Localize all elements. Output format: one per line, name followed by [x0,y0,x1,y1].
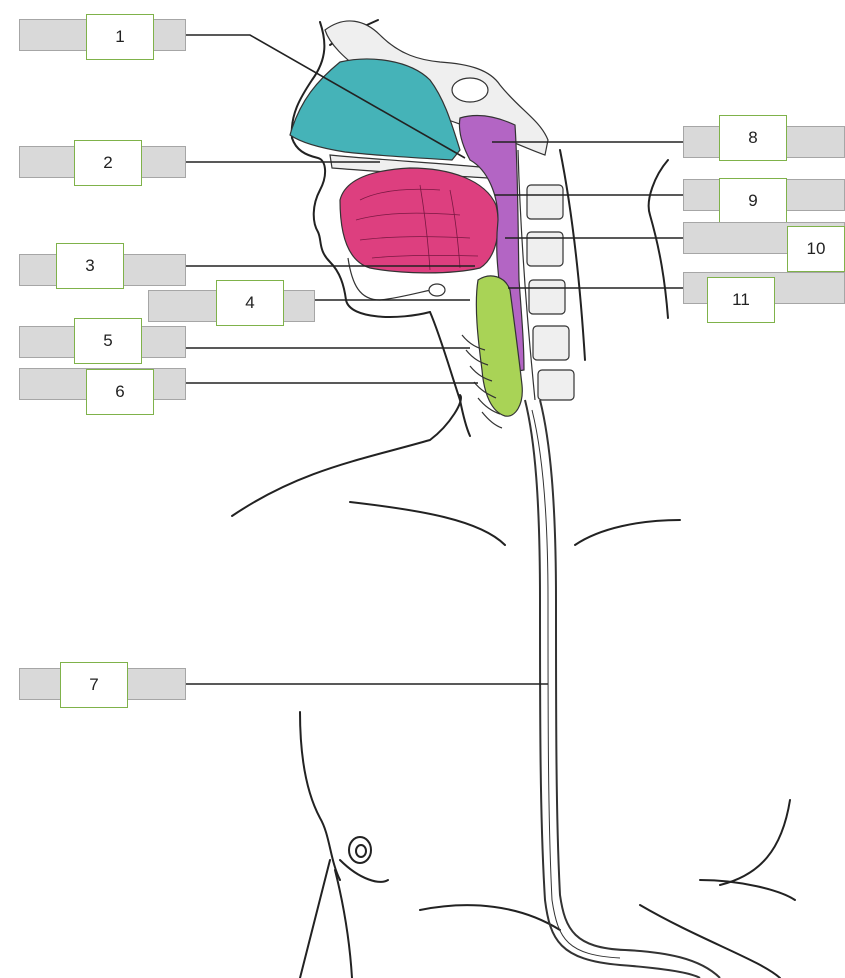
number-box-1: 1 [86,14,154,60]
label-number-3: 3 [85,256,94,276]
number-box-5: 5 [74,318,142,364]
number-box-11: 11 [707,277,775,323]
label-number-1: 1 [115,27,124,47]
number-box-7: 7 [60,662,128,708]
label-number-5: 5 [103,331,112,351]
esophagus-tube [525,400,720,978]
label-number-9: 9 [748,191,757,211]
number-box-6: 6 [86,369,154,415]
number-box-9: 9 [719,178,787,224]
number-box-2: 2 [74,140,142,186]
label-number-6: 6 [115,382,124,402]
label-number-4: 4 [245,293,254,313]
label-number-10: 10 [807,239,826,259]
number-box-3: 3 [56,243,124,289]
label-number-11: 11 [732,290,750,310]
number-box-4: 4 [216,280,284,326]
number-box-8: 8 [719,115,787,161]
label-number-8: 8 [748,128,757,148]
label-number-2: 2 [103,153,112,173]
number-box-10: 10 [787,226,845,272]
oral-cavity-region [340,168,498,273]
label-number-7: 7 [89,675,98,695]
